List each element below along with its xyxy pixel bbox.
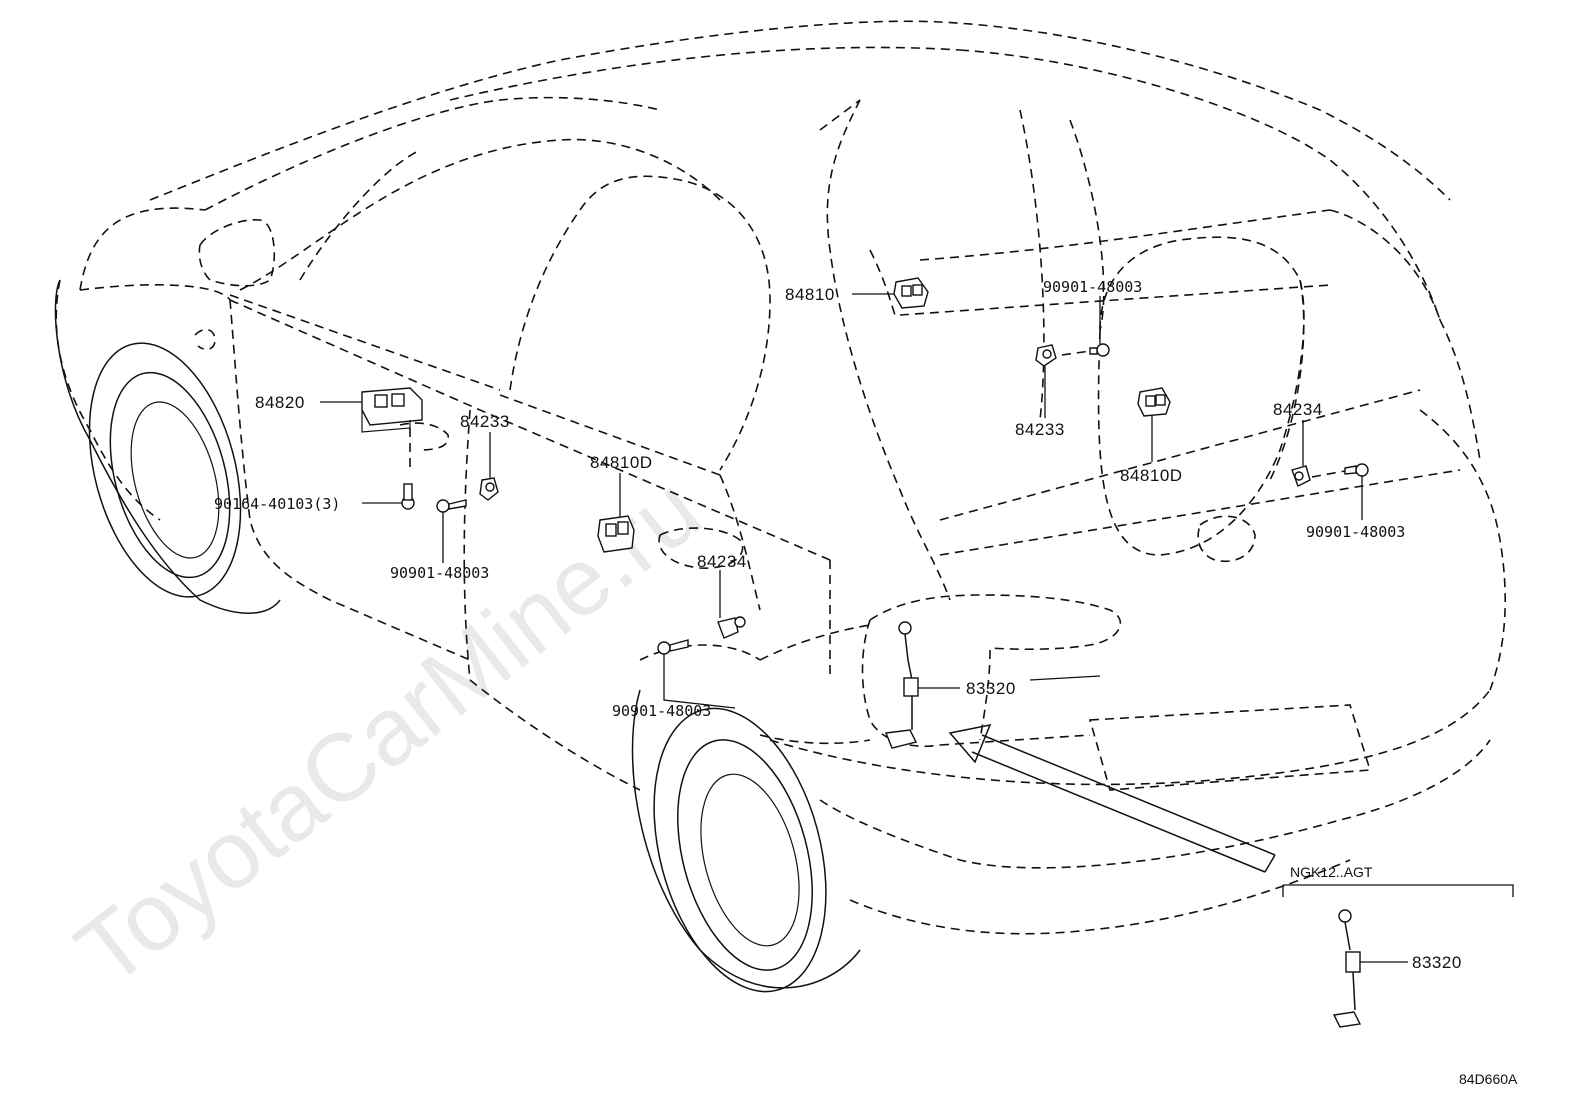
label-84810D-rear: 84810D	[1120, 466, 1183, 485]
part-84233-front	[479, 477, 499, 501]
part-90901-screw-d	[1311, 463, 1369, 478]
label-84820: 84820	[255, 393, 305, 412]
part-83320-main	[885, 621, 919, 749]
label-84234-front: 84234	[697, 552, 747, 571]
label-90901-c: 90901-48003	[612, 702, 711, 720]
part-84820-switch	[361, 387, 423, 470]
diagram-code: 84D660A	[1459, 1071, 1518, 1087]
part-90164-screw	[401, 483, 415, 510]
part-84234-front	[717, 616, 746, 639]
part-84233-rear	[1035, 344, 1057, 367]
label-90901-d: 90901-48003	[1306, 523, 1405, 541]
label-84810: 84810	[785, 285, 835, 304]
part-90901-screw-b	[1061, 343, 1110, 357]
label-90164: 90164-40103(3)	[214, 495, 340, 513]
part-83320-inset	[1332, 909, 1362, 1028]
car-outline	[55, 20, 1506, 935]
label-83320-main: 83320	[966, 679, 1016, 698]
part-labels: 84810 84820 84233 84810D 90164-40103(3) …	[214, 278, 1518, 1087]
inset-title: NGK12..AGT	[1290, 864, 1373, 880]
part-84810	[893, 277, 929, 309]
front-wheel	[54, 279, 281, 614]
label-84233-front: 84233	[460, 412, 510, 431]
part-84810D-rear	[1137, 387, 1171, 417]
label-84234-rear: 84234	[1273, 400, 1323, 419]
part-90901-screw-a	[436, 499, 467, 513]
leader-lines	[320, 293, 1514, 963]
part-90901-screw-c	[657, 639, 689, 655]
label-84233-rear: 84233	[1015, 420, 1065, 439]
label-90901-a: 90901-48003	[390, 564, 489, 582]
part-84810D-front	[597, 515, 635, 553]
label-84810D-front: 84810D	[590, 453, 653, 472]
view-arrow	[948, 723, 1276, 873]
label-83320-inset: 83320	[1412, 953, 1462, 972]
part-84234-rear	[1291, 465, 1311, 487]
rear-wheel	[631, 689, 861, 993]
label-90901-b: 90901-48003	[1043, 278, 1142, 296]
